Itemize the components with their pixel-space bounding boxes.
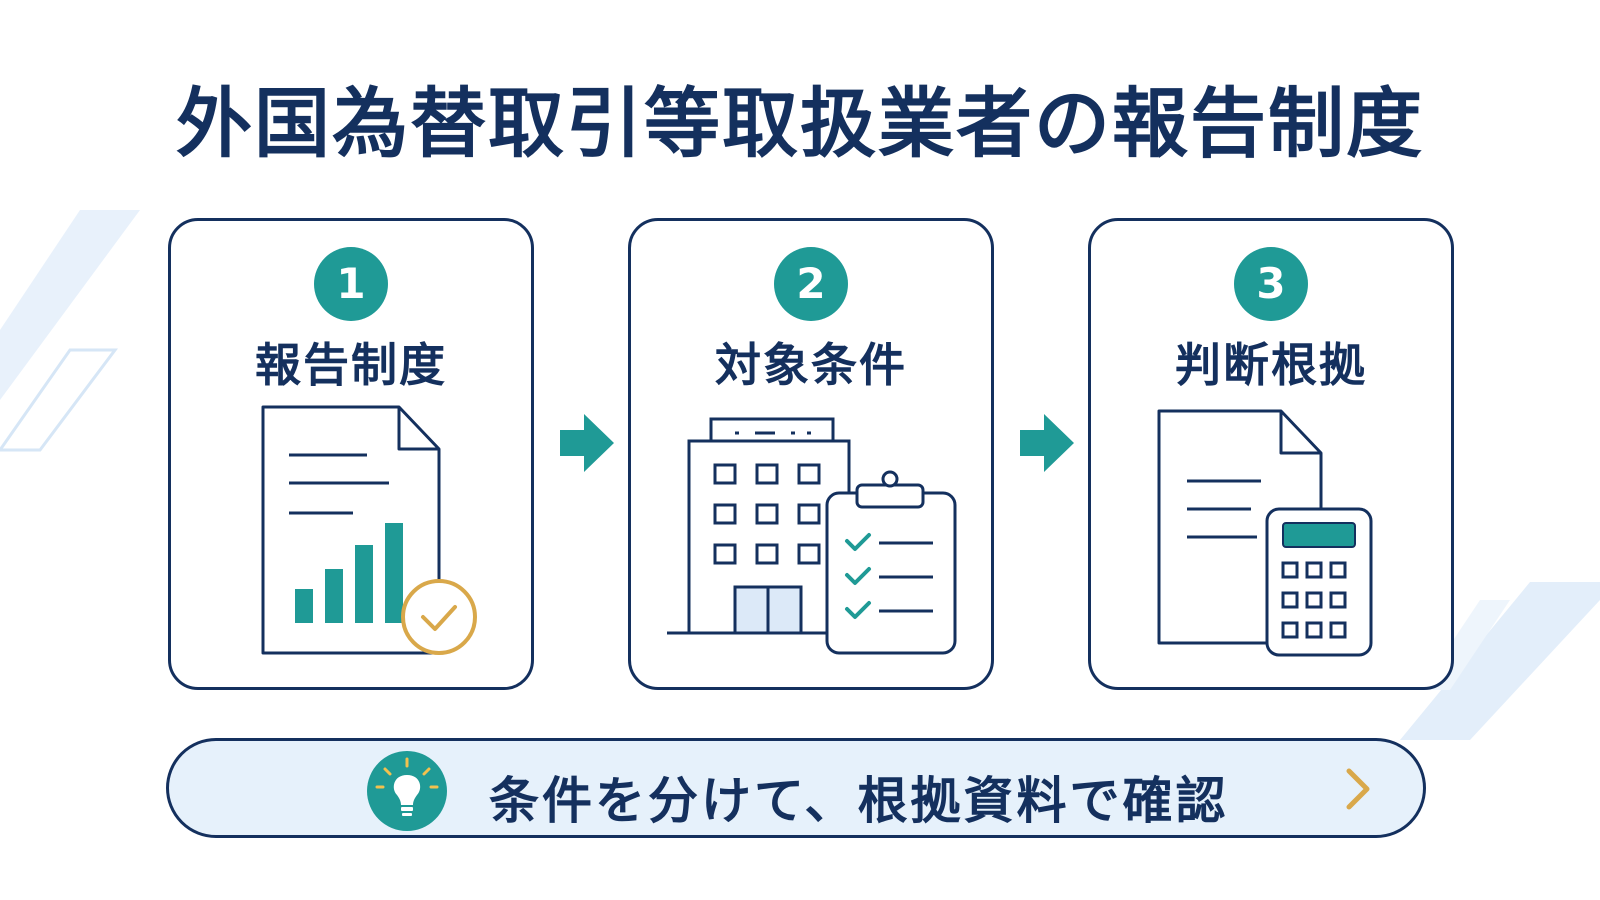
step-label-3: 判断根拠 <box>1175 338 1367 392</box>
tip-banner: 条件を分けて、根拠資料で確認 <box>166 738 1426 838</box>
step-label-2: 対象条件 <box>715 338 907 392</box>
arrow-right-icon <box>1020 414 1074 472</box>
arrow-right-icon <box>560 414 614 472</box>
page-title: 外国為替取引等取扱業者の報告制度 <box>176 79 1424 168</box>
step-card-2: 2 対象条件 <box>628 218 994 690</box>
document-calculator-icon <box>1157 409 1373 657</box>
chevron-right-icon[interactable] <box>1339 767 1375 811</box>
step-number-1: 1 <box>314 247 388 321</box>
building-checklist-icon <box>667 417 957 655</box>
lightbulb-icon <box>367 751 447 831</box>
report-chart-document-icon <box>261 405 477 655</box>
step-card-1: 1 報告制度 <box>168 218 534 690</box>
step-label-1: 報告制度 <box>255 338 447 392</box>
step-number-2: 2 <box>774 247 848 321</box>
tip-text: 条件を分けて、根拠資料で確認 <box>489 772 1229 830</box>
step-number-3: 3 <box>1234 247 1308 321</box>
step-card-3: 3 判断根拠 <box>1088 218 1454 690</box>
